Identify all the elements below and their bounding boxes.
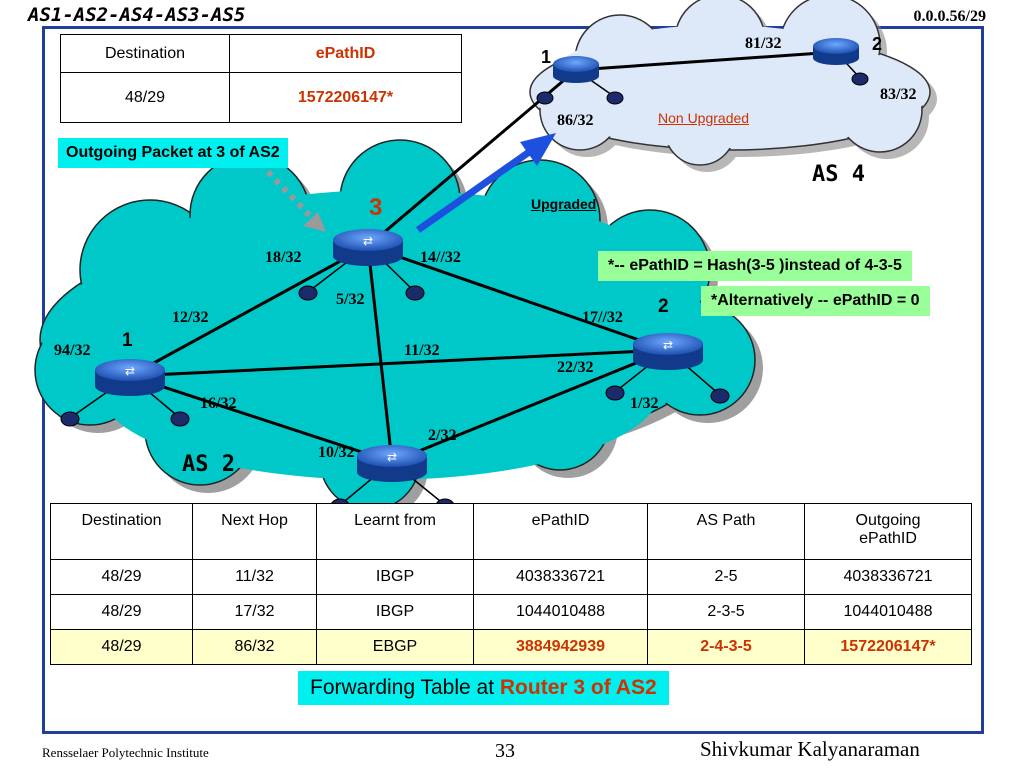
table-header: ePathID	[229, 34, 462, 73]
router-label: 2	[872, 34, 883, 54]
caption-emphasis: Router 3 of AS2	[499, 676, 657, 699]
hash-note: *-- ePathID = Hash(3-5 )instead of 4-3-5	[598, 251, 912, 281]
footer-author: Shivkumar Kalyanaraman	[700, 737, 920, 761]
table-cell: 1572206147*	[804, 629, 972, 665]
as2-name: AS 2	[182, 452, 235, 477]
link-label: 94/32	[54, 342, 91, 359]
forwarding-table-caption: Forwarding Table at Router 3 of AS2	[298, 671, 669, 705]
table-cell: 48/29	[50, 594, 193, 630]
link-label: 2/32	[428, 427, 457, 444]
table-cell: 1572206147*	[229, 72, 462, 123]
forwarding-table: Destination Next Hop Learnt from ePathID…	[50, 503, 972, 665]
router-label: 3	[369, 194, 383, 221]
table-cell: 48/29	[60, 72, 230, 123]
table-row-highlighted: 48/29 86/32 EBGP 3884942939 2-4-3-5 1572…	[50, 629, 972, 665]
table-cell: 4038336721	[473, 559, 648, 595]
table-cell: 1044010488	[473, 594, 648, 630]
upgrade-arrow-icon	[415, 133, 556, 233]
table-row: 48/29 17/32 IBGP 1044010488 2-3-5 104401…	[50, 594, 972, 630]
table-cell: EBGP	[316, 629, 474, 665]
footer-institute: Rensselaer Polytechnic Institute	[42, 745, 209, 760]
router-label: 2	[658, 296, 669, 317]
link-label: 10/32	[318, 444, 355, 461]
table-cell: 86/32	[192, 629, 317, 665]
link-label: 18/32	[265, 249, 302, 266]
link-label: 86/32	[557, 112, 594, 129]
link-label: 11/32	[404, 342, 440, 359]
dotted-arrow-icon	[265, 169, 326, 232]
page-number: 33	[495, 740, 515, 762]
slide-id: 0.0.0.56/29	[913, 8, 986, 25]
svg-text:⇄: ⇄	[387, 450, 397, 464]
table-cell: 3884942939	[473, 629, 648, 665]
router-label: 1	[122, 330, 133, 351]
link-label: 83/32	[880, 86, 917, 103]
link-label: 16/32	[200, 395, 237, 412]
svg-text:⇄: ⇄	[363, 234, 373, 248]
table-header: ePathID	[473, 503, 648, 560]
table-cell: 1044010488	[804, 594, 972, 630]
router-icon	[553, 56, 599, 83]
link-label: 12/32	[172, 309, 209, 326]
svg-text:⇄: ⇄	[663, 338, 673, 352]
router-icon	[813, 38, 859, 65]
table-header: Next Hop	[192, 503, 317, 560]
link-label: 22/32	[557, 359, 594, 376]
upgraded-label: Upgraded	[531, 196, 597, 212]
table-cell: 11/32	[192, 559, 317, 595]
as4-name: AS 4	[812, 162, 865, 187]
table-cell: 48/29	[50, 629, 193, 665]
svg-text:⇄: ⇄	[125, 364, 135, 378]
router-icon: ⇄	[357, 445, 427, 482]
link-label: 17//32	[582, 309, 623, 326]
table-header: Destination	[60, 34, 230, 73]
table-cell: 2-3-5	[647, 594, 805, 630]
table-cell: IBGP	[316, 594, 474, 630]
table-cell: 48/29	[50, 559, 193, 595]
router-label: 1	[541, 47, 552, 67]
table-header: AS Path	[647, 503, 805, 560]
table-cell: 17/32	[192, 594, 317, 630]
table-row: 48/29 11/32 IBGP 4038336721 2-5 40383367…	[50, 559, 972, 595]
router-icon: ⇄	[95, 359, 165, 396]
table-cell: IBGP	[316, 559, 474, 595]
table-header: Learnt from	[316, 503, 474, 560]
as2-cloud	[34, 139, 763, 518]
router-icon: ⇄	[333, 229, 403, 266]
caption-prefix: Forwarding Table at	[310, 676, 500, 699]
table-header: Destination	[50, 503, 193, 560]
table-cell: 4038336721	[804, 559, 972, 595]
top-epathid-table: Destination ePathID 48/29 1572206147*	[60, 34, 462, 123]
link-label: 81/32	[745, 35, 782, 52]
link-label: 1/32	[630, 395, 659, 412]
table-cell: 2-5	[647, 559, 805, 595]
router-icon: ⇄	[633, 333, 703, 370]
outgoing-packet-callout: Outgoing Packet at 3 of AS2	[58, 138, 288, 168]
slide-title: AS1-AS2-AS4-AS3-AS5	[28, 4, 246, 26]
table-cell: 2-4-3-5	[647, 629, 805, 665]
non-upgraded-label: Non Upgraded	[658, 110, 750, 126]
alternative-note: *Alternatively -- ePathID = 0	[701, 286, 930, 316]
link-label: 5/32	[336, 291, 365, 308]
as4-cloud	[529, 0, 937, 172]
table-header: Outgoing ePathID	[804, 503, 972, 560]
link-label: 14//32	[420, 249, 461, 266]
router-icons: ⇄ ⇄ ⇄ ⇄	[95, 38, 859, 482]
